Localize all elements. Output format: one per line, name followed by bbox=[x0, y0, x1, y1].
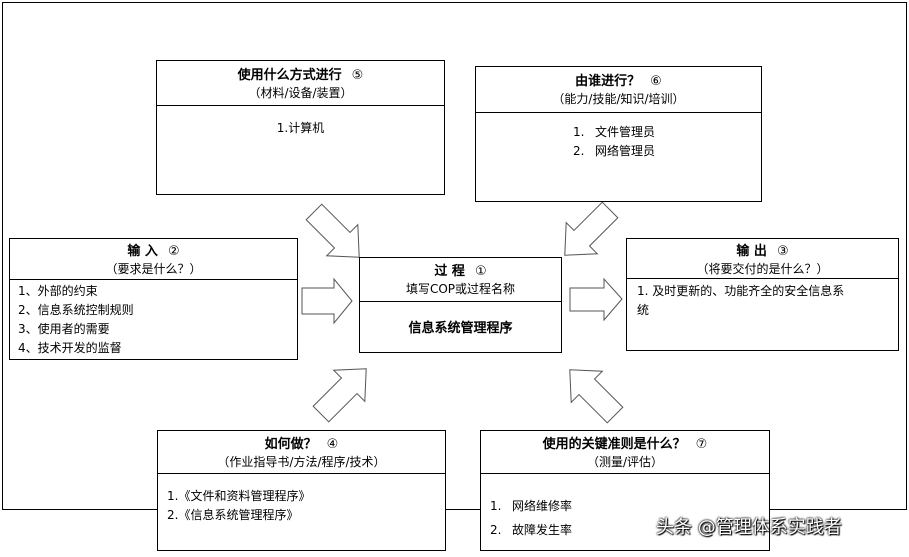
arrow-method-to-process bbox=[305, 203, 360, 258]
output-marker: ③ bbox=[776, 244, 789, 259]
arrow-who-to-process bbox=[564, 201, 619, 256]
input-subtitle: （要求是什么？） bbox=[105, 262, 202, 276]
input-item: 1、外部的约束 bbox=[18, 284, 98, 298]
process-name: 信息系统管理程序 bbox=[408, 321, 513, 336]
watermark: 头条 @管理体系实践者 bbox=[656, 517, 842, 538]
who-subtitle: （能力/技能/知识/培训） bbox=[552, 92, 685, 106]
who-item: 1.文件管理员 bbox=[573, 125, 656, 139]
how-marker: ④ bbox=[326, 437, 339, 452]
how-subtitle: （作业指导书/方法/程序/技术） bbox=[217, 455, 386, 469]
who-box: 由谁进行？⑥ （能力/技能/知识/培训） 1.文件管理员 2.网络管理员 bbox=[475, 66, 762, 202]
how-item: 1.《文件和资料管理程序》 bbox=[167, 489, 311, 503]
who-item: 2.网络管理员 bbox=[573, 144, 656, 158]
criteria-subtitle: （测量/评估） bbox=[586, 455, 664, 469]
criteria-item: 2.故障发生率 bbox=[490, 523, 573, 537]
method-subtitle: （材料/设备/装置） bbox=[248, 86, 353, 100]
how-item: 2.《信息系统管理程序》 bbox=[167, 508, 299, 522]
output-subtitle: （将要交付的是什么？） bbox=[696, 262, 829, 276]
input-item: 3、使用者的需要 bbox=[18, 322, 110, 336]
method-item: 1.计算机 bbox=[276, 121, 325, 135]
process-marker: ① bbox=[474, 264, 487, 279]
outer-frame bbox=[2, 2, 907, 510]
criteria-marker: ⑦ bbox=[695, 437, 708, 452]
who-title: 由谁进行？⑥ bbox=[575, 74, 662, 89]
who-header: 由谁进行？⑥ （能力/技能/知识/培训） bbox=[476, 67, 761, 113]
arrow-criteria-to-process bbox=[569, 369, 624, 424]
criteria-box: 使用的关键准则是什么？⑦ （测量/评估） 1.网络维修率 2.故障发生率 bbox=[480, 430, 770, 551]
criteria-header: 使用的关键准则是什么？⑦ （测量/评估） bbox=[481, 431, 769, 474]
criteria-item: 1.网络维修率 bbox=[490, 499, 573, 513]
who-marker: ⑥ bbox=[650, 74, 662, 89]
arrow-input-to-process bbox=[301, 277, 353, 325]
input-marker: ② bbox=[167, 244, 180, 259]
output-item: 统 bbox=[637, 303, 650, 317]
how-header: 如何做？④ （作业指导书/方法/程序/技术） bbox=[158, 431, 445, 474]
criteria-title: 使用的关键准则是什么？⑦ bbox=[542, 437, 708, 452]
method-marker: ⑤ bbox=[351, 68, 364, 83]
output-item: 1. 及时更新的、功能齐全的安全信息系 bbox=[637, 284, 845, 298]
input-item: 2、信息系统控制规则 bbox=[18, 303, 134, 317]
input-item: 4、技术开发的监督 bbox=[18, 341, 122, 355]
arrow-how-to-process bbox=[312, 368, 367, 423]
arrow-process-to-output bbox=[569, 277, 623, 322]
process-subtitle: 填写COP或过程名称 bbox=[405, 282, 516, 296]
how-box: 如何做？④ （作业指导书/方法/程序/技术） 1.《文件和资料管理程序》 2.《… bbox=[157, 430, 446, 551]
how-title: 如何做？④ bbox=[264, 437, 339, 452]
